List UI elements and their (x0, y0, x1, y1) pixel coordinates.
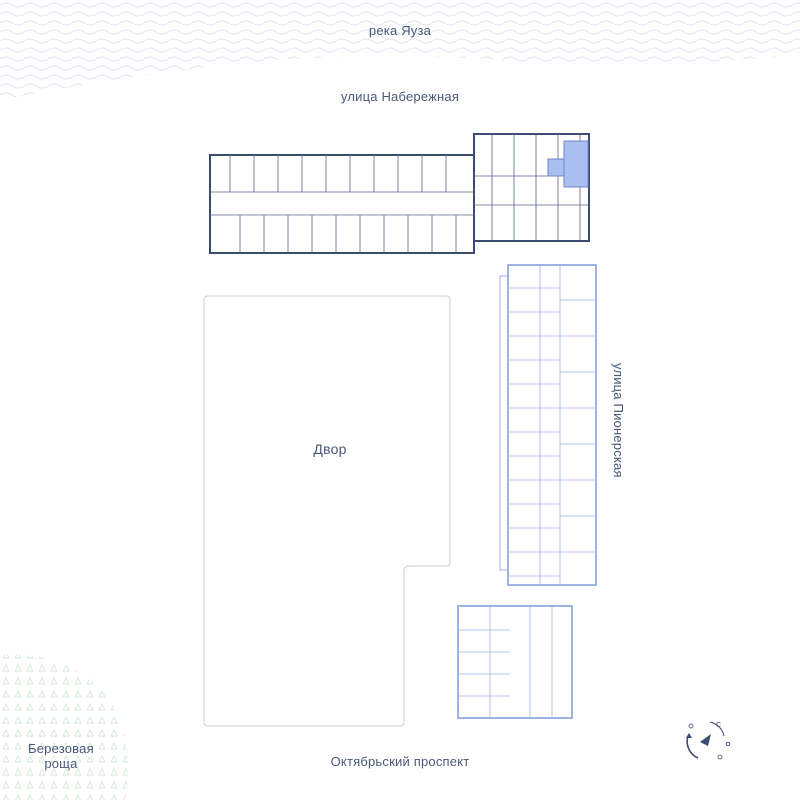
embankment-street-label: улица Набережная (340, 89, 460, 104)
compass-rose-icon: С (686, 721, 730, 760)
river-waves (0, 0, 800, 100)
oktyabrsky-avenue-label: Октябрьский проспект (330, 754, 470, 769)
building-north (209, 133, 590, 254)
highlighted-apartment[interactable] (563, 140, 589, 188)
svg-text:С: С (716, 722, 721, 729)
grove-pattern (0, 654, 128, 800)
yard-outline (203, 295, 451, 727)
yard-label: Двор (313, 441, 347, 457)
river-label: река Яуза (368, 23, 432, 38)
pionerskaya-street-label: улица Пионерская (611, 363, 626, 478)
grove-label-line1: Березовая (28, 741, 94, 756)
grove-label-line2: роща (44, 756, 78, 771)
building-east (457, 264, 597, 719)
grove-label: Березовая роща (28, 741, 94, 771)
